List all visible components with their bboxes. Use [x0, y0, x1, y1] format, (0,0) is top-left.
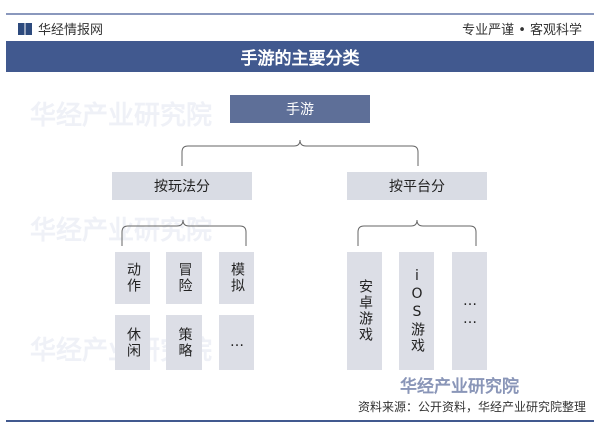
footer-line [6, 420, 594, 422]
root-node: 手游 [230, 95, 370, 123]
slogan: 专业严谨 • 客观科学 [462, 23, 582, 38]
leaf-node: 策略 [166, 315, 202, 370]
branch-node-platform: 按平台分 [347, 172, 487, 200]
brand: 华经情报网 [18, 19, 103, 38]
watermark-logo: 华经产业研究院 [400, 377, 519, 397]
leaf-node: …… [452, 252, 487, 370]
leaf-node: 冒险 [166, 252, 202, 304]
leaf-node: 安卓游戏 [347, 252, 382, 370]
branch-node-gameplay: 按玩法分 [112, 172, 252, 200]
header-line [6, 13, 594, 15]
leaf-node: … [219, 315, 254, 370]
page-title: 手游的主要分类 [6, 41, 594, 72]
watermark: 华经产业研究院 [30, 101, 213, 131]
leaf-node: iOS游戏 [399, 252, 434, 370]
leaf-node: 动作 [115, 252, 150, 304]
leaf-node: 休闲 [115, 315, 150, 370]
watermark: 华经产业研究院 [30, 216, 213, 246]
brand-name: 华经情报网 [38, 23, 104, 38]
brand-logo-icon [18, 22, 32, 35]
source-note: 资料来源：公开资料，华经产业研究院整理 [357, 400, 586, 414]
leaf-node: 模拟 [219, 252, 254, 304]
